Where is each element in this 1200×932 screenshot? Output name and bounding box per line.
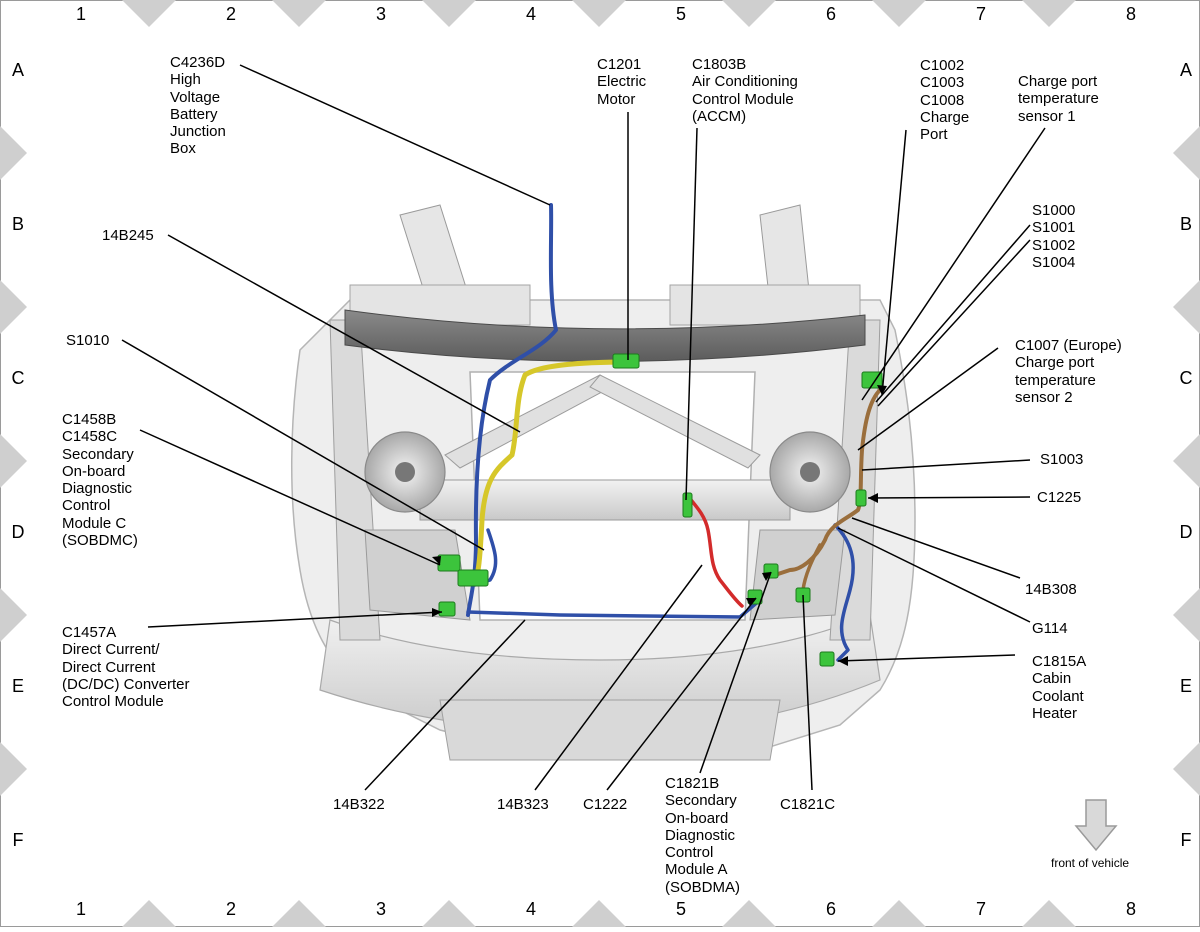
label-c1222: C1222 [583, 796, 628, 813]
label-s1003: S1003 [1040, 451, 1084, 468]
label-s1010: S1010 [66, 332, 110, 349]
grid-col-bottom-8: 8 [1125, 899, 1136, 919]
grid-col-top-1: 1 [75, 4, 86, 24]
grid-col-bottom-3: 3 [375, 899, 386, 919]
label-14b322: 14B322 [333, 796, 385, 813]
wiring-harness [466, 203, 882, 662]
grid-col-top-6: 6 [825, 4, 836, 24]
label-c1803b: C1803B Air Conditioning Control Module (… [692, 56, 798, 125]
label-c1821c: C1821C [780, 796, 836, 813]
label-g114: G114 [1032, 620, 1068, 637]
vehicle-frame [290, 204, 916, 761]
grid-row-right-e: E [1179, 676, 1192, 696]
label-c1458b: C1458B C1458C Secondary On-board Diagnos… [62, 411, 138, 550]
front-direction-arrow-icon [1074, 799, 1118, 852]
grid-col-top-2: 2 [225, 4, 236, 24]
grid-row-left-a: A [11, 60, 24, 80]
label-14b245: 14B245 [102, 227, 154, 244]
grid-col-bottom-2: 2 [225, 899, 236, 919]
grid-col-bottom-6: 6 [825, 899, 836, 919]
label-c1457a: C1457A Direct Current/ Direct Current (D… [62, 624, 190, 711]
label-c1821b: C1821B Secondary On-board Diagnostic Con… [665, 775, 740, 896]
label-c1815a: C1815A Cabin Coolant Heater [1032, 653, 1087, 722]
leader-lines [121, 64, 1046, 791]
grid-col-bottom-1: 1 [75, 899, 86, 919]
front-of-vehicle-label: front of vehicle [1051, 856, 1130, 870]
grid-col-top-7: 7 [975, 4, 986, 24]
label-c4236d: C4236D High Voltage Battery Junction Box [170, 54, 226, 158]
grid-col-bottom-5: 5 [675, 899, 686, 919]
grid-row-right-b: B [1179, 214, 1192, 234]
grid-col-top-8: 8 [1125, 4, 1136, 24]
grid-col-bottom-7: 7 [975, 899, 986, 919]
label-s1000: S1000 S1001 S1002 S1004 [1032, 202, 1076, 271]
label-charge-port-sensor-1: Charge port temperature sensor 1 [1018, 73, 1099, 125]
grid-col-top-3: 3 [375, 4, 386, 24]
grid-row-right-f: F [1180, 830, 1192, 850]
label-14b323: 14B323 [497, 796, 549, 813]
grid-row-left-e: E [11, 676, 24, 696]
grid-row-left-b: B [11, 214, 24, 234]
grid-row-left-d: D [11, 522, 25, 542]
arrowheads [432, 385, 887, 666]
grid-col-bottom-4: 4 [525, 899, 536, 919]
grid-row-right-a: A [1179, 60, 1192, 80]
grid-col-top-5: 5 [675, 4, 686, 24]
label-14b308: 14B308 [1025, 581, 1077, 598]
label-c1002: C1002 C1003 C1008 Charge Port [920, 57, 970, 144]
grid-row-left-c: C [11, 368, 25, 388]
label-c1007: C1007 (Europe) Charge port temperature s… [1015, 337, 1122, 406]
grid-row-right-d: D [1179, 522, 1193, 542]
label-c1201: C1201 Electric Motor [597, 56, 647, 108]
label-c1225: C1225 [1037, 489, 1082, 506]
grid-col-top-4: 4 [525, 4, 536, 24]
connectors [437, 353, 883, 667]
grid-row-right-c: C [1179, 368, 1193, 388]
grid-row-left-f: F [12, 830, 24, 850]
